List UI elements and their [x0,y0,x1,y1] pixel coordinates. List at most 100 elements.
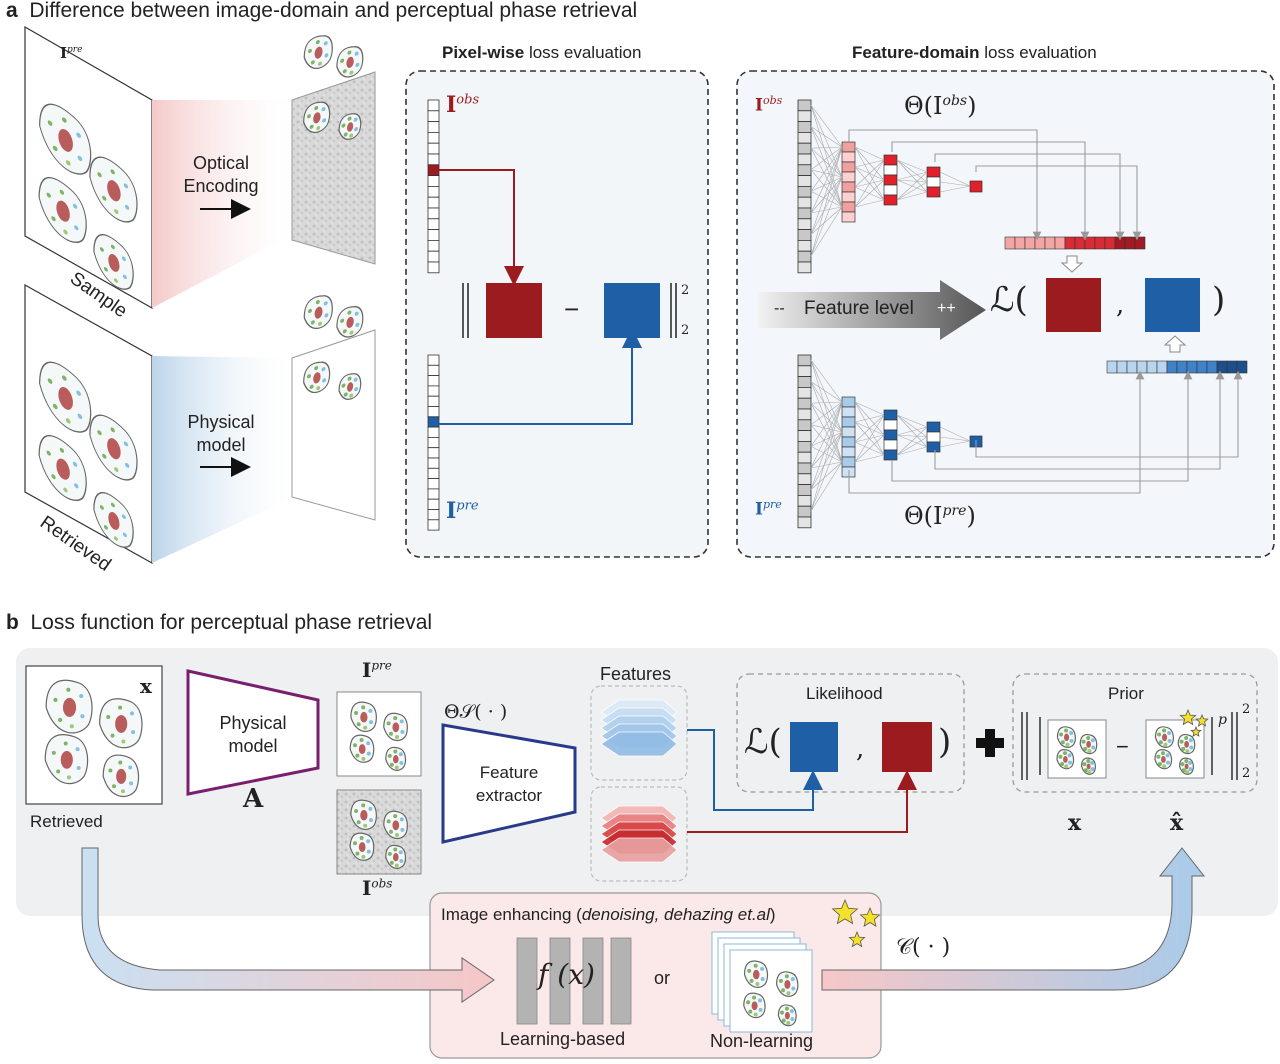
organelle [760,966,765,971]
organelle [347,376,352,381]
pre-feature-vector-cell [1236,360,1248,374]
feature-connection [810,402,843,433]
feature-connection [810,461,843,490]
pixel-wise-box [405,70,709,558]
feature-input-cell [797,196,812,209]
red-feature-path [687,770,917,833]
prior-norm-sup: 2 [1242,702,1251,717]
pre-feature-vector-cell [1106,360,1118,374]
obs-feature-route [975,165,1142,241]
organelle [46,450,51,456]
organelle [784,974,789,979]
cell-nucleus [393,853,399,862]
iobs-vector-cell [427,121,440,133]
physical-model-label-b: Physical model [219,713,287,756]
feature-connection [810,431,843,447]
cell-nucleus [360,711,368,723]
obs-feature-vector-cell [1004,236,1016,250]
organelle [393,814,398,819]
feature-connection [896,181,928,201]
cell [777,1004,797,1027]
organelle [347,50,352,55]
organelle [342,69,347,74]
organelle [118,705,123,710]
pre-up-arrow [1163,335,1187,353]
feature-connection [810,126,843,178]
organelle [316,386,321,391]
cell-nucleus [752,969,760,980]
organelle [342,329,347,334]
cell [743,992,766,1019]
feature-arrow-plus: ++ [937,300,956,317]
operator-a-label: A [243,784,264,814]
ipre-vector-cell [427,406,440,418]
organelle [108,768,113,773]
likelihood-comma: , [856,734,865,764]
feature-connection [810,381,843,403]
organelle [1062,751,1067,756]
organelle [322,118,327,123]
pre-sheet [291,329,376,521]
cell-nucleus [107,438,121,460]
organelle [65,160,71,166]
organelle [123,183,129,189]
organelle [307,308,312,314]
organelle [63,487,68,493]
organelle [361,756,366,761]
organelle [1064,764,1069,769]
organelle [347,310,352,315]
iobs-vector-cell [427,131,440,144]
pre-feature-vector-cell [1176,360,1188,374]
feature-connection [854,401,885,416]
organelle [47,120,53,126]
organelle [349,133,354,138]
iobs-vector-cell [427,110,440,123]
organelle [355,851,360,856]
organelle [361,705,366,710]
enhance-input-arrow [81,847,495,1003]
cell [45,679,93,734]
feature-layer3-cell [926,176,941,188]
feature-blue-square [1145,278,1200,332]
organelle [128,765,133,770]
iobs-vector-cell [427,99,440,112]
organelle [52,145,58,152]
organelle [369,720,374,725]
feature-input-cell [797,110,812,123]
pre-feature-vector-cell [1156,360,1168,374]
iobs-vector-cell [427,261,440,274]
organelle [1069,730,1074,735]
organelle [314,365,319,371]
feature-input-cell [797,451,812,464]
enhance-title: Image enhancing (denoising, dehazing et.… [441,905,776,924]
organelle [349,393,354,398]
feature-connection [810,206,843,257]
organelle [393,847,398,852]
ipre-vector-cell [427,478,440,490]
feature-connection [810,146,843,257]
organelle [121,256,126,262]
ipre-vector-cell [427,354,440,366]
organelle [76,766,81,771]
pre-feature-vector-cell [1216,360,1228,374]
cell-nucleus [1086,763,1091,770]
non-learning-label: Non-learning [710,1031,814,1051]
cell-nucleus [116,768,127,784]
organelle [760,977,765,982]
learning-based-label: Learning-based [500,1029,626,1049]
organelle [75,747,80,752]
feature-connection [896,159,928,183]
feature-layer2-cell [883,449,898,461]
feature-level-arrow [758,280,986,340]
feature-input-cell [797,494,812,507]
organelle [395,833,399,838]
organelle [322,378,327,383]
organelle [1068,760,1073,765]
iobs-vector-cell [427,239,440,252]
obs-feature-route [848,129,1042,241]
prior-label: Prior [1108,684,1144,703]
organelle [51,750,56,755]
organelle [753,963,758,968]
prior-xhat-cells [1154,726,1196,775]
organelle [781,1018,786,1023]
